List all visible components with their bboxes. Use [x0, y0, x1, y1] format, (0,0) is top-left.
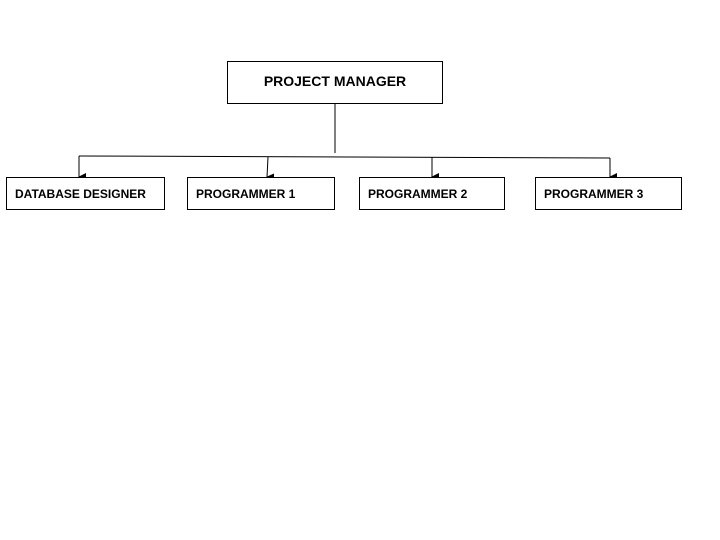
database-designer-node: DATABASE DESIGNER [6, 177, 165, 210]
horizontal-bus-connector [78, 155, 611, 159]
programmer-2-label: PROGRAMMER 2 [368, 186, 468, 201]
project-manager-node: PROJECT MANAGER [227, 61, 443, 104]
project-manager-label: PROJECT MANAGER [263, 73, 407, 89]
programmer-1-node: PROGRAMMER 1 [187, 177, 335, 210]
programmer-1-label: PROGRAMMER 1 [196, 186, 296, 201]
programmer-3-node: PROGRAMMER 3 [535, 177, 682, 210]
database-designer-label: DATABASE DESIGNER [15, 186, 146, 201]
programmer-3-label: PROGRAMMER 3 [544, 186, 644, 201]
programmer-2-node: PROGRAMMER 2 [359, 177, 505, 210]
arrow-to-programmer-1 [266, 156, 275, 182]
